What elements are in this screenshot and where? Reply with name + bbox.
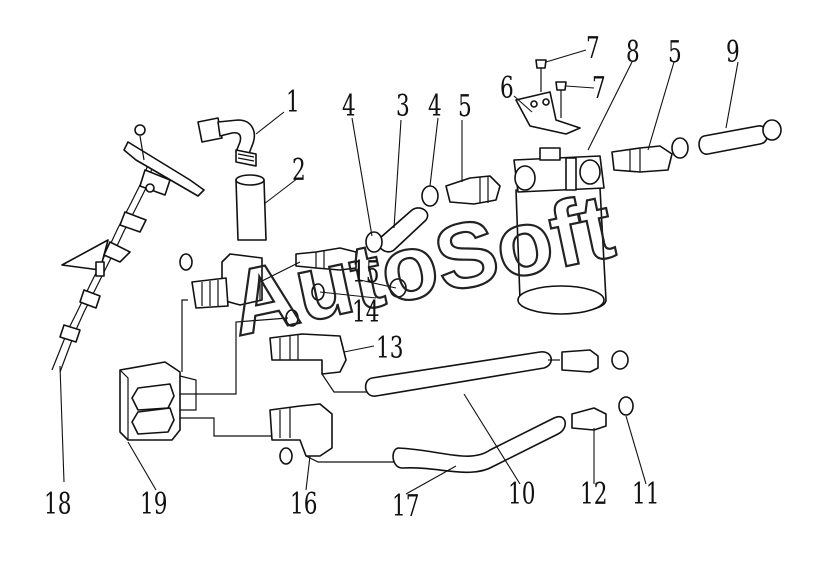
callout-4b: 4 [428,90,442,124]
callout-11: 11 [632,478,659,512]
callout-7b: 7 [592,72,606,106]
fitting-5-right [611,137,689,173]
callout-16: 16 [290,488,317,522]
callout-13: 13 [376,332,403,366]
callout-5a: 5 [458,90,472,124]
callout-19: 19 [140,488,167,522]
hose-10 [364,351,560,397]
callouts: 1 2 3 4 4 5 6 7 7 8 5 9 15 14 13 18 19 1… [44,32,740,524]
callout-15: 15 [352,256,379,290]
fitting-14-15 [295,247,407,301]
receiver-drier-8 [513,147,607,315]
callout-5b: 5 [668,36,682,70]
callout-10: 10 [508,478,535,512]
leader-lines [59,49,739,495]
expansion-valve-18 [51,124,205,373]
watermark: AutoSoft [221,175,622,356]
hose-17 [392,415,566,474]
fitting-5-left [445,175,501,205]
callout-6: 6 [500,72,514,106]
bracket-6 [515,91,581,135]
tube-2 [235,174,267,241]
fitting-12 [561,349,634,431]
hose-3 [365,185,439,253]
callout-2: 2 [292,154,306,188]
fitting-13 [269,309,347,375]
fitting-16 [269,403,333,465]
callout-9: 9 [726,36,740,70]
screws-7 [535,59,567,118]
callout-7a: 7 [586,32,600,66]
callout-8: 8 [626,36,640,70]
callout-18: 18 [44,488,71,522]
callout-4a: 4 [342,90,356,124]
callout-12: 12 [580,478,607,512]
callout-1: 1 [286,86,300,120]
hose-9 [698,119,782,155]
elbow-fitting-1 [197,117,257,167]
block-valve-19 [119,361,181,441]
callout-14: 14 [352,296,379,330]
callout-17: 17 [392,490,419,524]
callout-3: 3 [396,90,410,124]
tee-fitting [179,253,263,309]
